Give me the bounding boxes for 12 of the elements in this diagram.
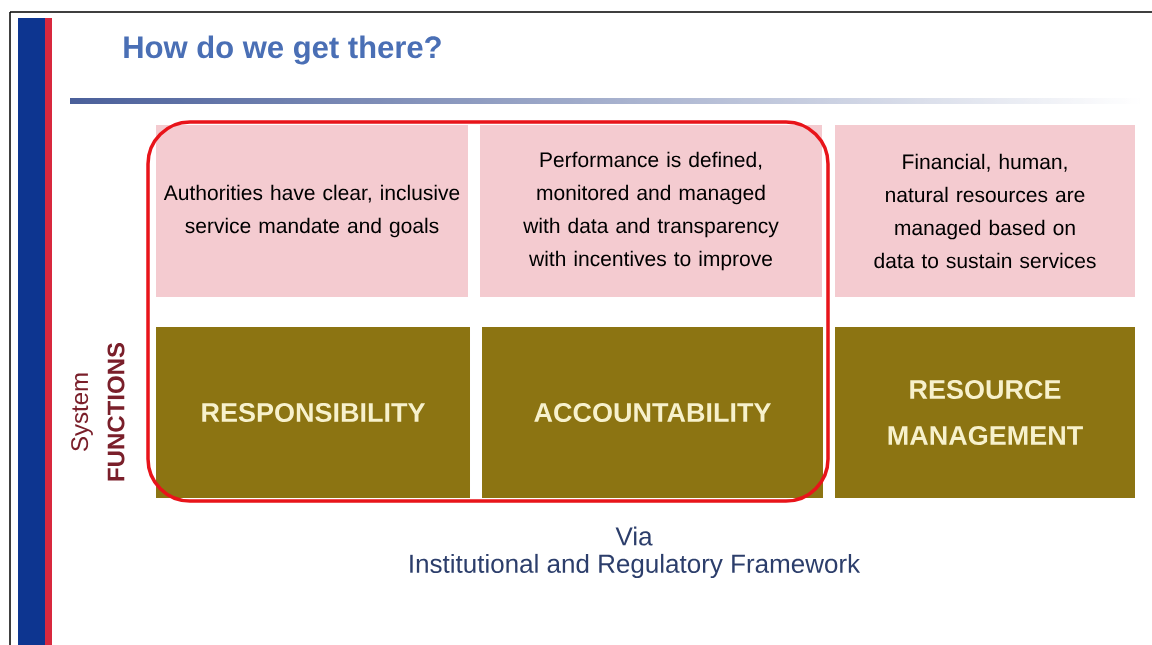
description-box: Financial, human, natural resources are managed based on data to sustain services [835,125,1135,297]
function-box: RESPONSIBILITY [156,327,470,498]
axis-label: System [71,373,93,451]
highlight-frame [146,120,830,503]
function-box: ACCOUNTABILITY [482,327,823,498]
slide-title: How do we get there? [124,35,441,65]
function-box: RESOURCE MANAGEMENT [835,327,1135,498]
description-box: Authorities have clear, inclusive service mandate and goals [156,125,468,297]
footer-text: Institutional and Regulatory Framework [410,553,861,579]
footer-text: Via [615,526,653,546]
description-box: Performance is defined, monitored and managed with data and transparency with incentives to improve [480,125,822,297]
axis-label: FUNCTIONS [107,342,125,481]
